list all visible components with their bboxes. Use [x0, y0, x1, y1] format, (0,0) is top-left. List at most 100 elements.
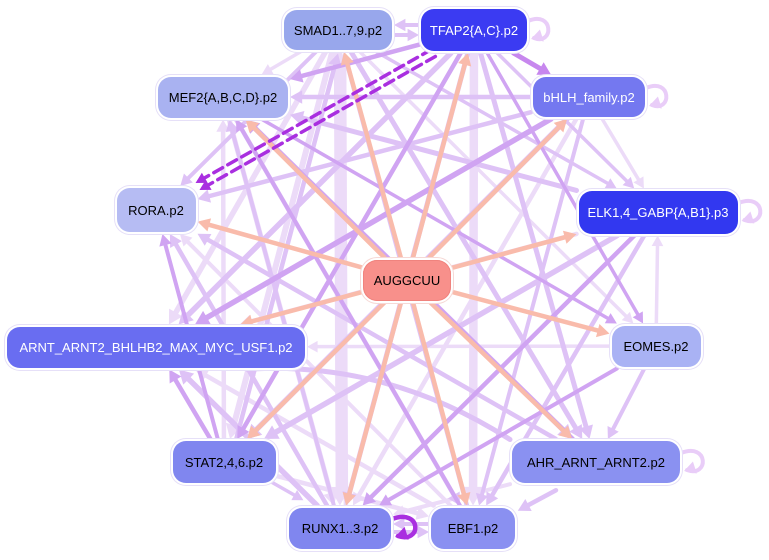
edge-arrowhead [247, 425, 261, 439]
edge-arrowhead [417, 525, 429, 539]
edge-arrowhead [216, 119, 230, 132]
edge-arrowhead [340, 52, 354, 66]
edge-arrowhead [632, 311, 644, 324]
edge-arrowhead [394, 18, 406, 32]
edge-smad-mef2 [264, 50, 302, 74]
edge-eomes-arnt [310, 344, 612, 349]
edge-center-ahr [428, 300, 570, 438]
edge-ahr-arnt [246, 365, 513, 443]
edge-arrowhead [342, 491, 356, 506]
edge-eomes-elk [654, 239, 660, 326]
edge-arrowhead [168, 308, 183, 325]
edge-mef2-eomes [260, 117, 615, 323]
edge-arrowhead [486, 491, 499, 506]
edge-center-elk [450, 233, 573, 270]
edge-center-eomes [450, 289, 606, 335]
edge-arrowhead [290, 69, 304, 83]
edge-stat-runx [265, 478, 301, 500]
edge-arrowhead [290, 90, 303, 104]
edge-arrowhead [604, 178, 617, 189]
edge-arrowhead [607, 425, 619, 439]
edge-arrowhead [595, 324, 610, 338]
edge-arrowhead [307, 340, 318, 353]
edge-elk-stat [267, 232, 620, 439]
node-stat[interactable]: STAT2,4,6.p2 [172, 441, 276, 483]
node-elk[interactable]: ELK1,4_GABP{A,B1}.p3 [578, 190, 738, 234]
edge-center-runx [345, 300, 404, 502]
edge-arrowhead [197, 189, 212, 203]
edge-smad-runx [333, 47, 345, 501]
edge-arrowhead [261, 64, 274, 75]
node-ebf1[interactable]: EBF1.p2 [431, 507, 515, 549]
edge-arrowhead [531, 29, 544, 42]
edge-arrowhead [226, 119, 239, 133]
edge-arrowhead [633, 176, 644, 189]
edge-center-stat [249, 300, 387, 437]
edge-tfap2-ahr [477, 50, 591, 436]
edge-tfap2-mef2 [293, 42, 422, 80]
edge-arrowhead [415, 506, 429, 520]
edge-arrowhead [569, 424, 583, 439]
node-mef2[interactable]: MEF2{A,B,C,D}.p2 [158, 76, 288, 118]
node-smad[interactable]: SMAD1..7,9.p2 [284, 10, 392, 50]
node-eomes[interactable]: EOMES.p2 [611, 325, 701, 367]
node-runx[interactable]: RUNX1..3.p2 [289, 507, 391, 549]
edge-arrowhead [604, 313, 617, 324]
node-bhlh[interactable]: bHLH_family.p2 [533, 77, 645, 117]
edge-arrowhead [562, 230, 577, 244]
node-rora[interactable]: RORA.p2 [116, 188, 196, 232]
edge-arrowhead [407, 28, 419, 42]
edge-arrowhead [199, 179, 212, 190]
edge-arrowhead [240, 314, 254, 328]
edge-arrowhead [362, 492, 377, 506]
node-ahr[interactable]: AHR_ARNT_ARNT2.p2 [512, 441, 680, 483]
edge-bhlh-elk [600, 117, 643, 186]
edge-arrowhead [236, 119, 248, 133]
edge-arrowhead [622, 176, 635, 189]
node-tfap2[interactable]: TFAP2{A,C}.p2 [421, 9, 527, 51]
edge-arrowhead [578, 424, 593, 439]
edge-tfap2-stat [238, 50, 463, 436]
edge-arrowhead [741, 211, 755, 224]
edge-arrowhead [180, 173, 193, 186]
edge-center-rora [201, 220, 364, 270]
edge-arrowhead [194, 310, 211, 325]
edge-arrowhead [393, 505, 406, 518]
edge-arrowhead [159, 234, 172, 247]
edge-arrowhead [237, 425, 250, 439]
edge-eomes-runx [382, 366, 619, 505]
edge-tfap2-ebf1 [468, 48, 479, 501]
edge-arrowhead [458, 53, 472, 67]
edge-ahr-ebf1 [520, 488, 559, 511]
edge-tfap2-rora [202, 54, 438, 190]
edge-arrowhead [379, 494, 393, 506]
edge-arrowhead [649, 96, 662, 109]
edge-eomes-ahr [608, 366, 647, 436]
edge-ebf1-mef2 [236, 122, 462, 508]
node-center[interactable]: AUGGCUU [363, 259, 451, 301]
edge-arrowhead [169, 369, 182, 384]
edge-bhlh-arnt [198, 116, 554, 324]
edge-arrowhead [178, 369, 195, 385]
edge-arrowhead [245, 119, 260, 133]
edge-center-ebf1 [410, 300, 468, 502]
edge-arrowhead [179, 234, 193, 247]
edge-arrowhead [197, 233, 212, 246]
edge-center-mef2 [247, 121, 387, 260]
edge-arrowhead [621, 311, 634, 324]
edge-arrowhead [651, 235, 664, 247]
edge-arrowhead [169, 234, 182, 248]
edge-arrowhead [457, 491, 471, 506]
edge-arrowhead [393, 517, 405, 531]
edge-arrowhead [197, 218, 212, 232]
node-arnt[interactable]: ARNT_ARNT2_BHLHB2_MAX_MYC_USF1.p2 [7, 326, 305, 368]
edge-runx-smad [341, 55, 349, 508]
edge-tfap2-eomes [485, 51, 643, 321]
edge-arrowhead [328, 53, 342, 68]
edge-elk-mef2 [293, 113, 579, 193]
edge-arrowhead [684, 461, 697, 474]
edge-ahr-rora [200, 234, 559, 442]
edge-stat-arnt [170, 372, 213, 442]
